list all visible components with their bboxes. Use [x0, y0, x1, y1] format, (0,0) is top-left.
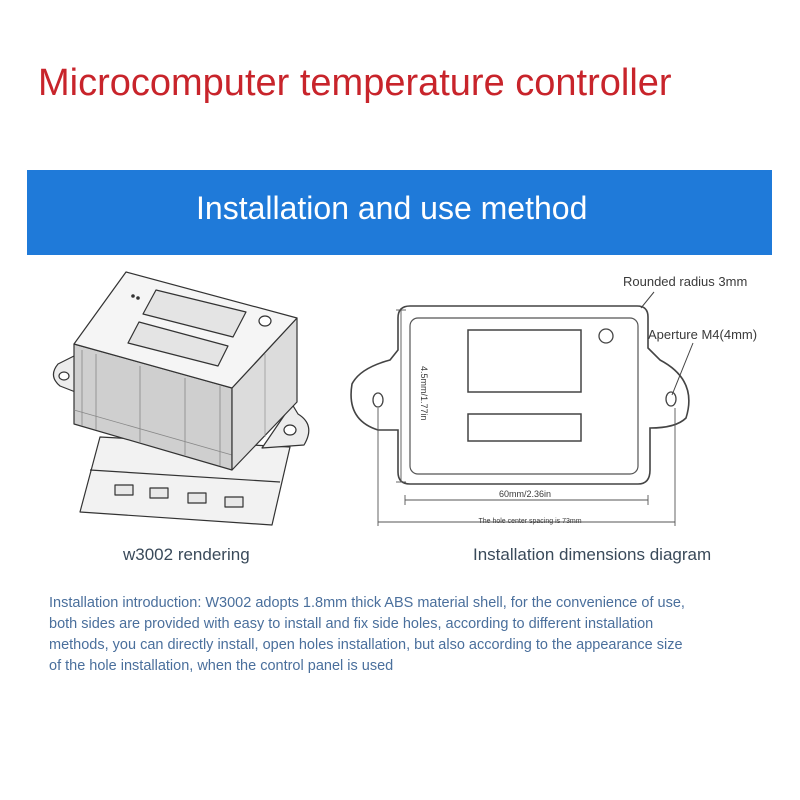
display-upper [142, 289, 247, 338]
description-line: Installation introduction: W3002 adopts … [49, 595, 685, 611]
display-window-lower [467, 413, 582, 442]
display-lower [127, 321, 229, 367]
panel-outline [350, 305, 690, 485]
rounded-radius-label: Rounded radius 3mm [623, 274, 747, 289]
height-label: 4.5mm/1.77in [419, 366, 429, 421]
aperture-label: Aperture M4(4mm) [648, 327, 757, 342]
installation-description: Installation introduction: W3002 adopts … [49, 593, 749, 677]
device-top [73, 271, 298, 389]
hole-spacing-label: The hole center spacing is 73mm [478, 518, 581, 525]
mount-hole-right [665, 391, 677, 407]
panel-inner [409, 317, 639, 475]
dimension-drawing: 4.5mm/1.77in 60mm/2.36in The hole center… [350, 274, 757, 526]
section-banner [27, 170, 772, 255]
width-label: 60mm/2.36in [499, 489, 551, 499]
page-title: Microcomputer temperature controller [38, 62, 672, 104]
description-line: both sides are provided with easy to ins… [49, 616, 654, 632]
mount-hole-left [372, 392, 384, 408]
led-indicator [258, 315, 272, 327]
pcb-tabs [114, 484, 244, 508]
description-line: methods, you can directly install, open … [49, 637, 683, 653]
display-window-upper [467, 329, 582, 393]
rendering-caption: w3002 rendering [123, 545, 250, 564]
banner-title: Installation and use method [196, 190, 588, 226]
device-rendering [52, 271, 310, 526]
dimensions-caption: Installation dimensions diagram [473, 545, 712, 564]
led-hole [598, 328, 614, 344]
description-line: of the hole installation, when the contr… [49, 658, 394, 674]
